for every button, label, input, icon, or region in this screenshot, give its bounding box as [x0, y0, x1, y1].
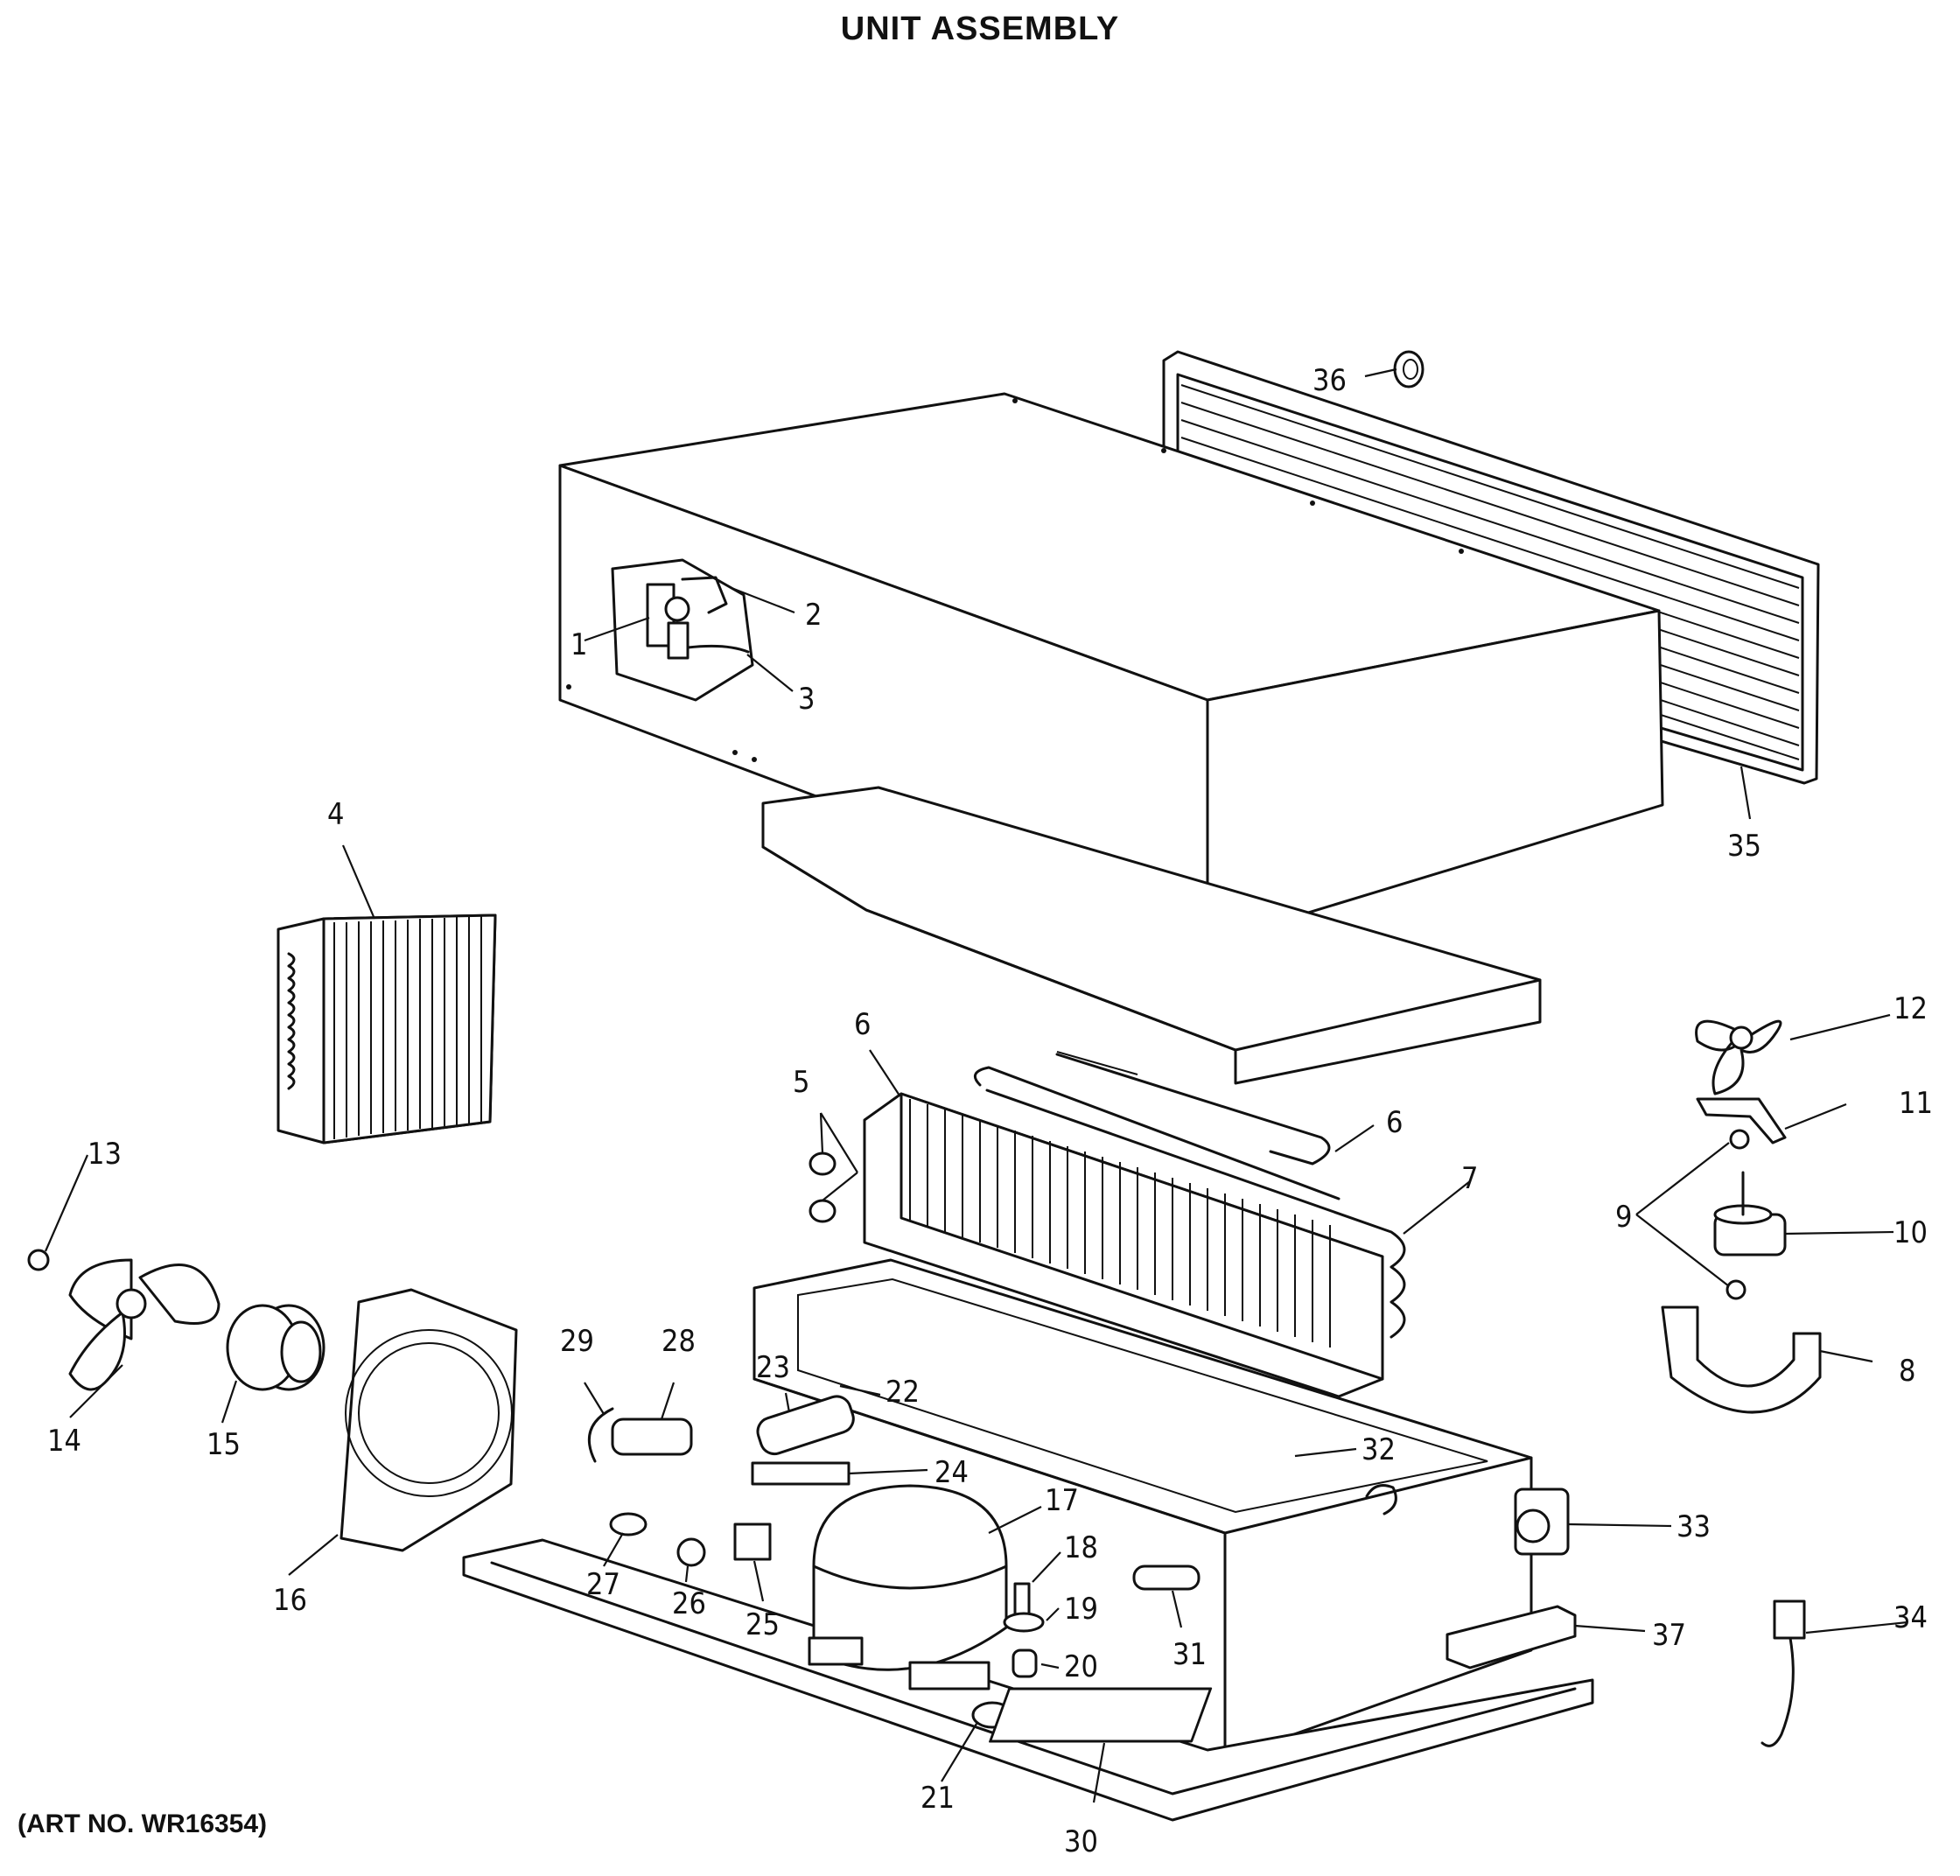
callout-24: 24: [934, 1455, 969, 1490]
callout-7: 7: [1461, 1161, 1478, 1196]
callout-6b: 6: [1386, 1105, 1403, 1140]
part-27-clip: [609, 1512, 648, 1536]
cover-plate: [761, 786, 1542, 1085]
part-36-knob: [1393, 350, 1424, 388]
part-13-nut: [27, 1249, 50, 1271]
part-16-shroud: [340, 1288, 518, 1552]
part-29-spring-clip: [587, 1407, 614, 1463]
part-31-heater: [1132, 1564, 1200, 1591]
callout-22: 22: [886, 1375, 920, 1410]
callout-13: 13: [88, 1137, 122, 1172]
callout-12: 12: [1894, 991, 1928, 1026]
part-20-spacer: [1012, 1648, 1038, 1678]
callout-14: 14: [47, 1424, 81, 1459]
part-11-bracket: [1696, 1097, 1787, 1144]
part-33-control: [1514, 1488, 1570, 1556]
part-5-plug-upper: [808, 1152, 836, 1176]
part-26-overload: [676, 1537, 706, 1567]
base-plate: [462, 1538, 1594, 1822]
part-10-fan-motor: [1713, 1171, 1787, 1256]
callout-35: 35: [1727, 829, 1761, 864]
callout-labels: 1 2 3 4 5 6 6 7 8 9 10 11 12 13 14 15 16…: [47, 363, 1933, 1859]
callout-15: 15: [206, 1427, 241, 1462]
callout-36: 36: [1312, 363, 1347, 398]
callout-5: 5: [793, 1065, 809, 1100]
callout-18: 18: [1064, 1530, 1098, 1565]
callout-20: 20: [1064, 1649, 1098, 1684]
part-24-bracket: [751, 1461, 850, 1486]
part-37-switch-block: [1446, 1605, 1577, 1670]
part-19-washer: [1003, 1612, 1045, 1633]
part-9-grommet-upper: [1729, 1129, 1750, 1150]
part-15-motor: [226, 1304, 326, 1391]
callout-37: 37: [1652, 1618, 1686, 1653]
callout-26: 26: [672, 1586, 706, 1621]
part-25-relay: [733, 1522, 772, 1561]
callout-17: 17: [1045, 1483, 1079, 1518]
part-5-plug-lower: [808, 1199, 836, 1223]
callout-25: 25: [746, 1607, 780, 1642]
callout-28: 28: [662, 1324, 696, 1359]
callout-16: 16: [273, 1583, 307, 1618]
callout-27: 27: [586, 1567, 620, 1602]
callout-23: 23: [756, 1350, 790, 1385]
part-8-mounting-bracket: [1661, 1306, 1822, 1414]
callout-3: 3: [798, 682, 815, 717]
part-30-drain-pan: [989, 1687, 1213, 1743]
callout-10: 10: [1894, 1215, 1928, 1250]
callout-33: 33: [1676, 1509, 1711, 1544]
callout-6a: 6: [854, 1007, 871, 1042]
callout-21: 21: [920, 1781, 955, 1816]
control-inset: [611, 558, 754, 702]
art-number: (ART NO. WR16354): [18, 1810, 268, 1838]
diagram-title: UNIT ASSEMBLY: [840, 10, 1120, 47]
callout-29: 29: [560, 1324, 594, 1359]
part-17-compressor: [808, 1484, 1008, 1690]
part-18-bolt: [1013, 1582, 1031, 1619]
callout-30: 30: [1064, 1824, 1098, 1859]
part-9-grommet-lower: [1726, 1279, 1746, 1300]
part-28-clip: [611, 1418, 693, 1456]
callout-4: 4: [327, 797, 344, 832]
part-12-fan: [1695, 1019, 1782, 1096]
callout-32: 32: [1362, 1432, 1396, 1467]
part-23-capacitor: [756, 1395, 855, 1456]
part-4-condenser: [276, 914, 497, 1144]
part-34-power-cord: [1760, 1600, 1806, 1747]
callout-8: 8: [1899, 1354, 1915, 1389]
callout-19: 19: [1064, 1592, 1098, 1627]
callout-31: 31: [1172, 1637, 1207, 1672]
callout-34: 34: [1894, 1600, 1928, 1635]
callout-11: 11: [1899, 1086, 1933, 1121]
callout-2: 2: [805, 598, 822, 633]
leader-lines: [44, 368, 1908, 1803]
callout-9: 9: [1615, 1200, 1632, 1235]
part-14-fan-blade: [68, 1258, 220, 1391]
callout-1: 1: [570, 627, 587, 662]
part-6-evaporator: [863, 1051, 1406, 1398]
